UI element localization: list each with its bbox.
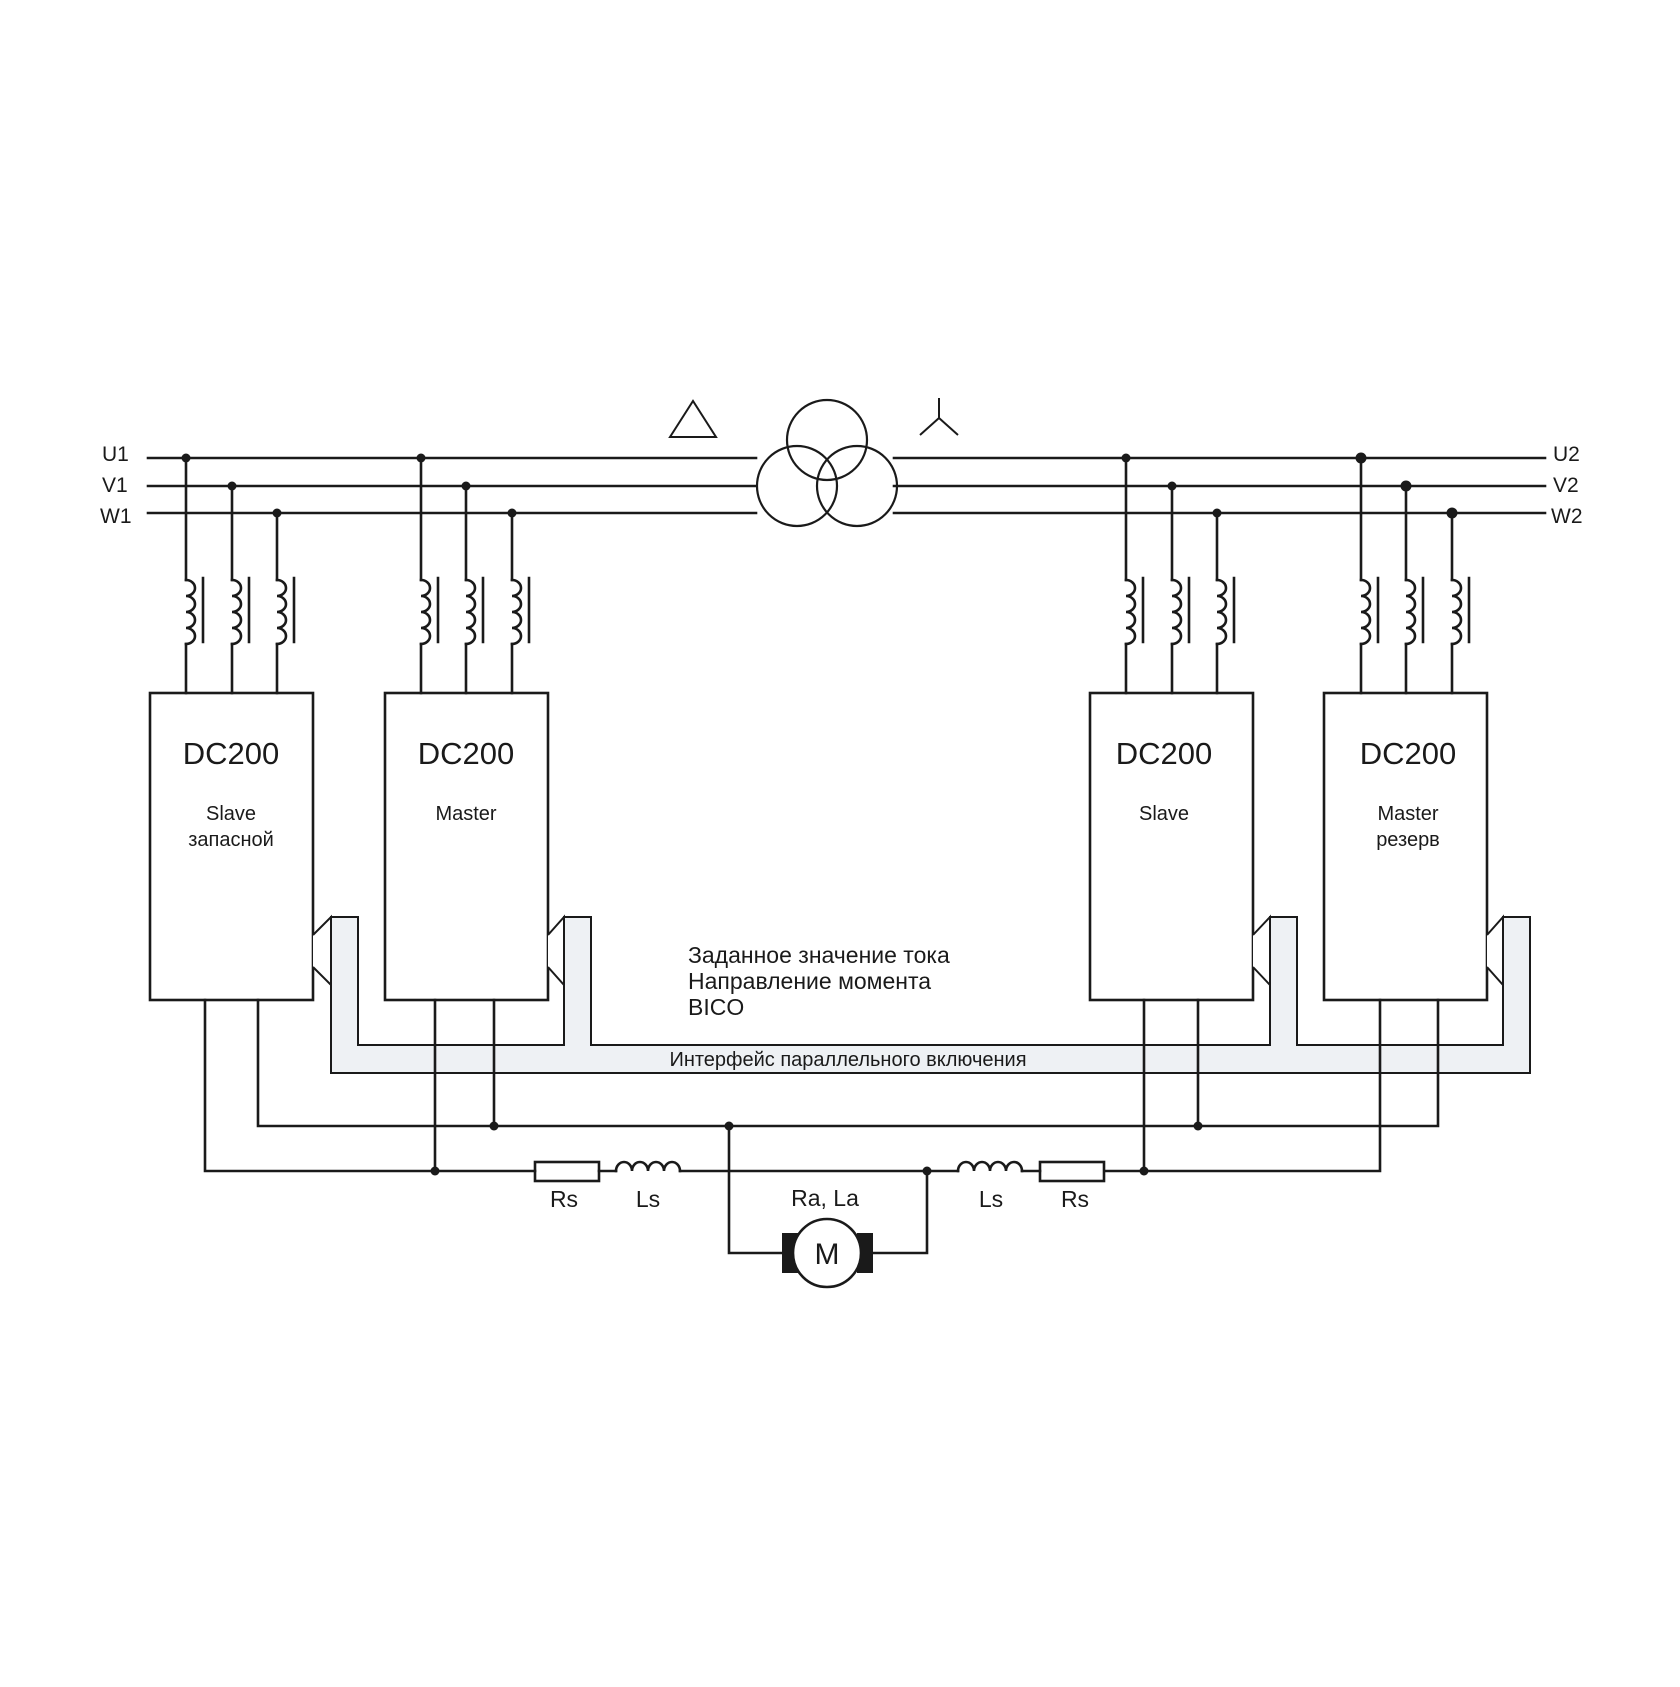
dc-bus-outer [203,998,537,1173]
converter-role: Slave [206,803,256,825]
motor-lead-left [727,1124,784,1255]
transformer-winding-right [815,444,899,528]
junction-dot [1400,480,1412,492]
junction-dot [227,481,237,491]
motor-armature [791,1217,863,1289]
parallel-interface-bus: Интерфейс параллельного включения [330,916,1531,1074]
converter-model: DC200 [183,736,280,771]
converter-role: Master [435,803,496,825]
connector-2 [547,914,565,988]
motor-brush-right [857,1233,873,1273]
label-ls-left: Ls [636,1186,660,1212]
junction-dot [461,481,471,491]
transformer [668,398,959,528]
converter-slave-spare: DC200 Slave запасной [148,691,315,1002]
junction-dot [1121,453,1131,463]
converter-role: Slave [1139,803,1189,825]
converter-box [148,691,315,1002]
junction-dot [1446,507,1458,519]
reactor-coil [184,578,197,646]
reactor-coil [1404,578,1417,646]
converter-role-extra: запасной [188,829,274,851]
reactor-coil [510,578,523,646]
phase-label-u2: U2 [1553,443,1580,466]
inductor-ls-left [614,1160,682,1173]
interface-connectors [312,914,1504,988]
resistor-rs-left [533,1160,601,1183]
note-bico: BICO [688,994,744,1020]
resistor-rs-right [1038,1160,1106,1183]
dc-bus-outer-right [1103,998,1382,1173]
reactor-coil [1124,578,1137,646]
converter-role: Master [1377,803,1438,825]
converter-master: DC200 Master [383,691,550,1002]
note-current-setpoint: Заданное значение тока [688,942,950,968]
converter-slave: DC200 Slave [1088,691,1255,1002]
converter-box [1088,691,1255,1002]
junction-dot [416,453,426,463]
junction-dot [1212,508,1222,518]
converter-model: DC200 [418,736,515,771]
label-motor-params: Ra, La [791,1185,859,1211]
junction-dot [1193,1121,1203,1131]
reactor-coil [275,578,288,646]
converter-model: DC200 [1360,736,1457,771]
junction-dot [272,508,282,518]
transformer-winding-top [785,398,869,482]
junction-dot [922,1166,932,1176]
motor: M [782,1217,873,1289]
junction-dot [724,1121,734,1131]
notes: Заданное значение тока Направление момен… [688,942,950,1020]
reactor-coil [1359,578,1372,646]
converter-box [1322,691,1489,1002]
note-torque-direction: Направление момента [688,968,931,994]
reactor-coil [1215,578,1228,646]
junction-dot [489,1121,499,1131]
reactor-coil [1450,578,1463,646]
transformer-winding-left [755,444,839,528]
phase-label-w1: W1 [100,505,132,528]
reactor-coil [464,578,477,646]
reactor-coil [419,578,432,646]
motor-label: M [815,1238,840,1271]
junction-dot [507,508,517,518]
bus-label: Интерфейс параллельного включения [669,1049,1026,1071]
dc-output-wiring: Rs Ls Ls Rs Ra, La M [203,998,1440,1289]
dc-bus-inner [256,998,1440,1128]
phase-drops [181,452,1471,695]
reactor-coil [1170,578,1183,646]
junction-dot [430,1166,440,1176]
junction-dot [1167,481,1177,491]
junction-dot [181,453,191,463]
connector-4 [1486,914,1504,988]
converter-box [383,691,550,1002]
phase-label-v1: V1 [102,474,128,497]
phase-label-v2: V2 [1553,474,1579,497]
connector-1 [312,914,332,988]
delta-symbol [668,399,718,438]
reactor-coil [230,578,243,646]
label-rs-right: Rs [1061,1186,1089,1212]
star-symbol [919,398,959,436]
converter-role-extra: резерв [1376,829,1440,851]
junction-dot [1139,1166,1149,1176]
junction-dot [1355,452,1367,464]
motor-lead-right [871,1169,929,1255]
converter-model: DC200 [1116,736,1213,771]
label-rs-left: Rs [550,1186,578,1212]
supply-lines: U1 V1 W1 U2 V2 W2 [100,443,1583,528]
phase-label-u1: U1 [102,443,129,466]
phase-label-w2: W2 [1551,505,1583,528]
inductor-ls-right [956,1160,1024,1173]
label-ls-right: Ls [979,1186,1003,1212]
converter-master-reserve: DC200 Master резерв [1322,691,1489,1002]
connector-3 [1252,914,1271,988]
